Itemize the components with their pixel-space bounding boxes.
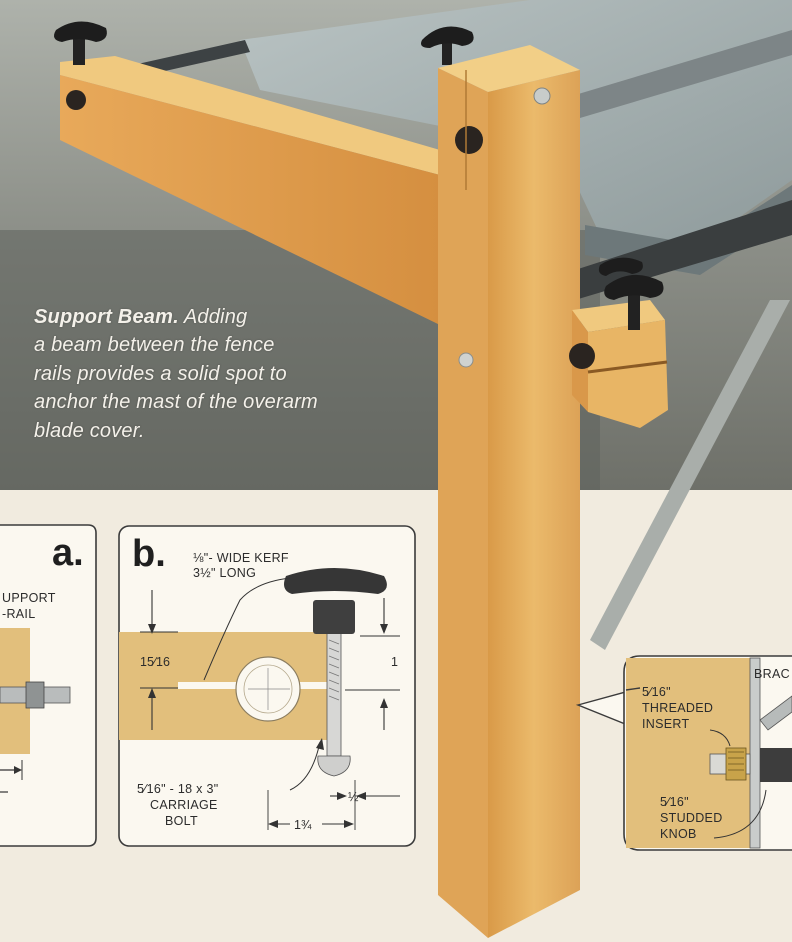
saw-leg <box>590 300 790 650</box>
clamp-kerf <box>587 360 668 374</box>
clamp-block-top <box>572 300 665 332</box>
support-beam-top <box>60 56 440 175</box>
bolt-label-1: 5⁄16" - 18 x 3" <box>137 782 218 796</box>
insert-label-1: 5⁄16" <box>642 685 671 699</box>
detail-a-panel: a. UPPORT -RAIL <box>0 524 97 847</box>
bolt-label-2: CARRIAGE <box>150 798 218 812</box>
mast-front <box>438 68 488 938</box>
fence-rail-right <box>575 30 792 118</box>
detail-b-letter: b. <box>132 533 166 575</box>
mast-hole-upper <box>455 126 483 154</box>
knob-label-2: STUDDED <box>660 811 723 825</box>
beam-knob-icon <box>54 21 107 65</box>
dim-width-label: 1¾ <box>294 818 312 832</box>
caption-line-4: anchor the mast of the overarm <box>34 391 318 414</box>
detail-c-panel: BRAC 5⁄16" THREADED INSERT 5⁄16" STUDDED… <box>575 655 792 851</box>
beam-bolt-hole <box>66 90 86 110</box>
mast-knob-icon <box>421 26 474 65</box>
support-beam-caption: Support Beam. Adding a beam between the … <box>34 303 404 445</box>
bracket-label: BRAC <box>754 667 790 681</box>
clamp-knob-icon <box>604 274 664 330</box>
caption-line-5: blade cover. <box>34 419 145 442</box>
fence-rail-lower <box>575 200 792 300</box>
knob-label-1: 5⁄16" <box>660 795 689 809</box>
caption-title: Support Beam. <box>34 306 179 328</box>
support-beam-front <box>60 75 440 325</box>
insert-label-2: THREADED <box>642 701 713 715</box>
caption-line-2: a beam between the fence <box>34 334 275 357</box>
rail-knob-icon <box>598 257 643 276</box>
clamp-hole <box>569 343 595 369</box>
caption-line-1: Adding <box>183 306 248 328</box>
kerf-label-2: 3½" LONG <box>193 566 256 580</box>
detail-a-letter: a. <box>52 532 84 574</box>
insert-label-3: INSERT <box>642 717 689 731</box>
detail-a-label-2: -RAIL <box>2 607 35 621</box>
mast-top <box>438 45 580 92</box>
knob-label-3: KNOB <box>660 827 697 841</box>
mast-bolt-lower <box>458 352 474 368</box>
caption-line-3: rails provides a solid spot to <box>34 362 287 385</box>
detail-b-panel: b. ⅛"- WIDE KERF 3½" LONG 15⁄16 1 5⁄16" … <box>118 525 416 847</box>
mast-side <box>488 70 580 938</box>
detail-a-label-1: UPPORT <box>2 591 56 605</box>
dim-left-label: 15⁄16 <box>140 655 170 669</box>
kerf-label-1: ⅛"- WIDE KERF <box>193 551 289 565</box>
mast-bolt-top <box>533 87 551 105</box>
bolt-label-3: BOLT <box>165 814 198 828</box>
clamp-block-side <box>588 320 668 428</box>
dim-half-label: ½ <box>348 790 359 804</box>
dim-right-label: 1 <box>391 655 398 669</box>
